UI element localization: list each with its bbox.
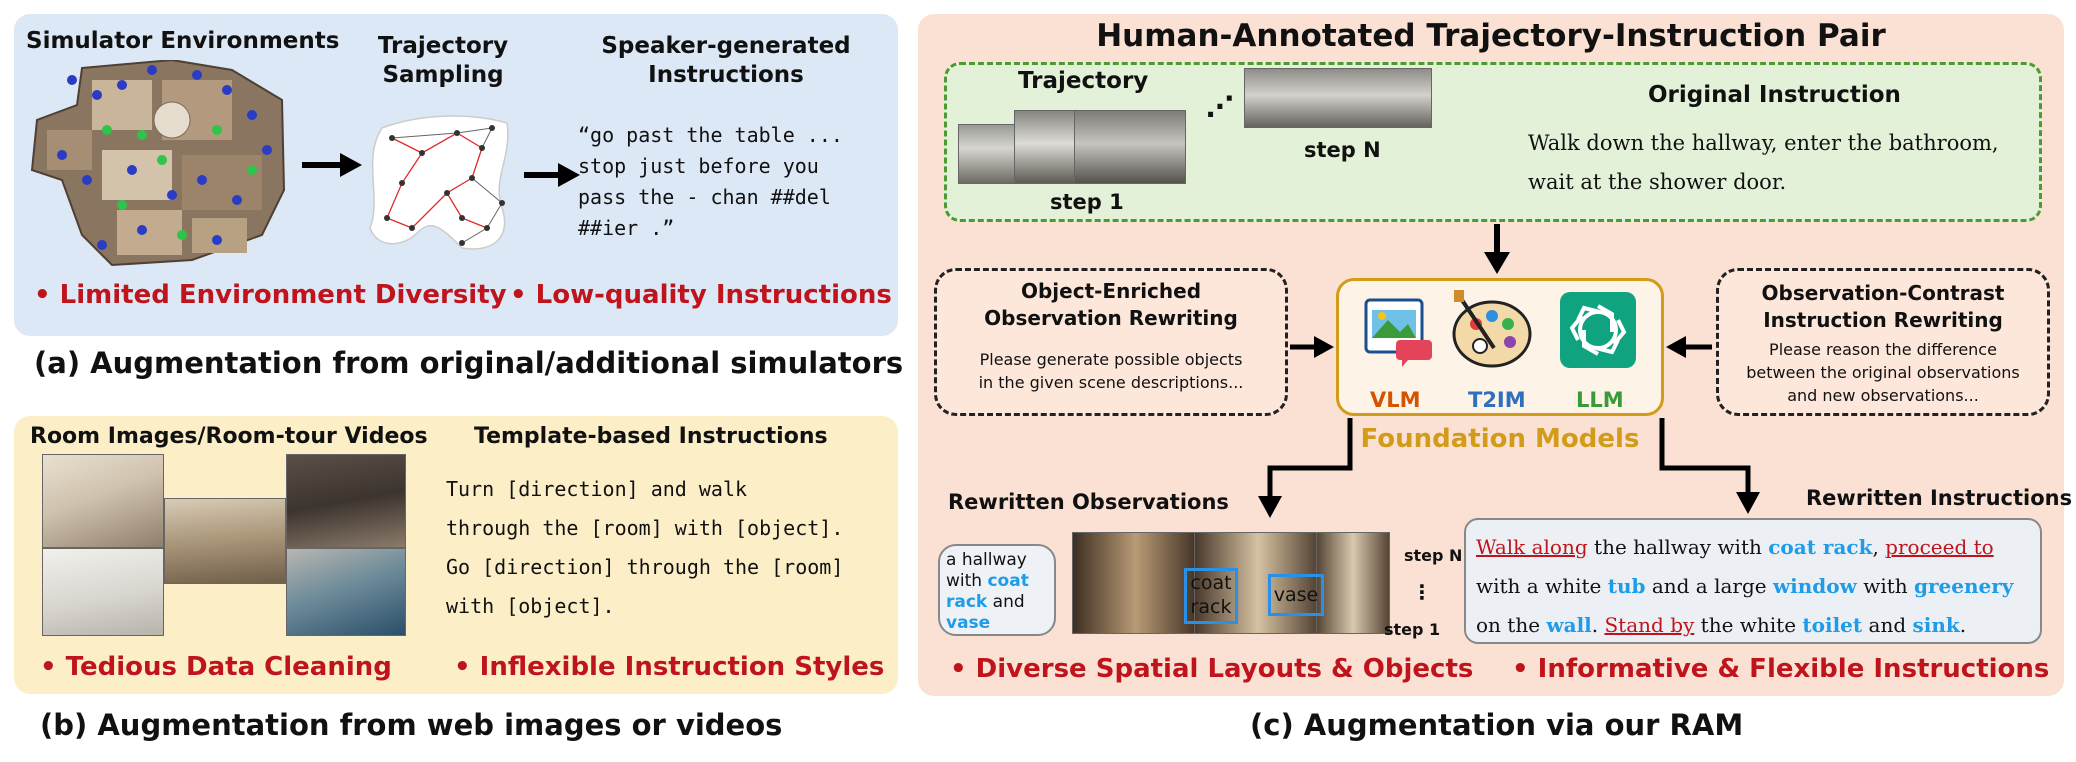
rew-wall: wall [1546,613,1592,637]
rewritten-obs-frame-1 [1072,532,1200,634]
rew-text-20: . [1959,613,1967,637]
rewritten-obs-frame-3 [1316,532,1390,634]
rew-text-14: . [1591,613,1605,637]
obs-step-n: step N [1404,546,1463,565]
caption-a: (a) Augmentation from original/additiona… [34,346,904,380]
arrow-object-to-foundation [1290,336,1334,358]
object-enriched-title: Object-Enriched Observation Rewriting [984,279,1238,330]
bubble-with: with [946,571,988,591]
rew-coat-rack: coat rack [1768,535,1873,559]
rew-text-8: and a large [1645,574,1773,598]
observation-contrast-box [1716,268,2050,416]
speaker-generated-title: Speaker-generated Instructions [601,33,851,88]
caption-c: (c) Augmentation via our RAM [1250,708,1744,742]
caption-b: (b) Augmentation from web images or vide… [40,708,783,742]
simulator-floorplan-image [30,60,286,267]
observation-contrast-title: Observation-Contrast Instruction Rewriti… [1761,281,2005,332]
vlm-icon [1364,298,1432,367]
arrow-env-to-trajectory [302,153,362,177]
benefit-informative-instructions: • Informative & Flexible Instructions [1512,654,2050,684]
template-instruction-text: Turn [direction] and walk through the [r… [446,477,844,618]
llm-icon [1560,292,1636,368]
rew-window: window [1772,574,1857,598]
rew-stand-by: Stand by [1604,613,1695,637]
foundation-models-label: Foundation Models [1360,424,1640,454]
bubble-vase: vase [946,613,991,633]
rew-text-18: and [1862,613,1913,637]
rew-text-2: the hallway with [1587,535,1769,559]
rew-walk-along: Walk along [1476,535,1588,559]
rewritten-instructions-box: Walk along the hallway with coat rack, p… [1464,518,2042,644]
llm-label: LLM [1576,388,1624,412]
rew-tub: tub [1607,574,1646,598]
rew-text-10: with [1856,574,1915,598]
benefit-diverse-layouts: • Diverse Spatial Layouts & Objects [950,654,1474,684]
room-image-5 [286,548,406,636]
observation-contrast-prompt: Please reason the difference between the… [1746,340,2020,405]
rew-sink: sink [1912,613,1960,637]
panel-c-title: Human-Annotated Trajectory-Instruction P… [1096,18,1886,54]
vase-box: vase [1268,574,1324,616]
trajectory-step-n: step N [1304,138,1381,162]
issue-limited-diversity: • Limited Environment Diversity [34,280,507,310]
trajectory-frame-3 [1074,110,1186,184]
trajectory-frame-n [1244,68,1432,128]
bubble-rack: rack [946,592,988,612]
rew-greenery: greenery [1914,574,2014,598]
issue-inflexible-styles: • Inflexible Instruction Styles [454,652,885,682]
rew-text-12: on the [1476,613,1547,637]
room-image-4 [286,454,406,548]
bubble-and: and [987,592,1025,612]
rewritten-observations-title: Rewritten Observations [948,490,1229,514]
arrow-to-foundation-models [1484,224,1510,274]
object-enriched-prompt: Please generate possible objects in the … [978,350,1244,392]
vlm-label: VLM [1370,388,1421,412]
original-instruction-text: Walk down the hallway, enter the bathroo… [1528,131,1999,194]
original-instruction-title: Original Instruction [1648,82,1901,108]
trajectory-sampling-title: Trajectory Sampling [377,33,509,88]
observation-bubble: a hallway with coat rack and vase [938,544,1056,636]
obs-step-1: step 1 [1384,620,1441,639]
speaker-instruction-text: “go past the table ... stop just before … [578,123,843,240]
bubble-line-1: a hallway [946,550,1027,570]
rew-proceed-to: proceed to [1885,535,1994,559]
simulator-environments-title: Simulator Environments [26,28,340,54]
rew-text-6: with a white [1476,574,1608,598]
t2im-icon [1452,290,1532,368]
coat-rack-box: coat rack [1184,568,1238,624]
room-image-2 [42,548,164,636]
trajectory-ellipsis: ⋰ [1206,90,1234,123]
rew-text-4: , [1872,535,1886,559]
rewritten-instructions-title: Rewritten Instructions [1806,486,2073,510]
template-instructions-title: Template-based Instructions [474,424,828,449]
room-image-1 [42,454,164,548]
trajectory-step-1: step 1 [1050,190,1124,214]
bubble-coat: coat [987,571,1029,591]
arrow-to-rewritten-observations [1258,418,1353,518]
rew-toilet: toilet [1802,613,1863,637]
object-enriched-box [934,268,1288,416]
t2im-label: T2IM [1468,388,1526,412]
obs-dots: ⋮ [1412,580,1432,604]
rewritten-obs-frame-2 [1194,532,1322,634]
arrow-to-rewritten-instructions [1659,418,1760,514]
rew-text-16: the white [1694,613,1803,637]
issue-tedious-cleaning: • Tedious Data Cleaning [40,652,392,682]
trajectory-sampling-image [369,115,509,250]
issue-low-quality: • Low-quality Instructions [510,280,892,310]
arrow-trajectory-to-instructions [524,163,580,187]
room-image-3 [164,498,286,584]
room-images-title: Room Images/Room-tour Videos [30,424,428,449]
arrow-observation-to-foundation [1666,336,1712,358]
trajectory-label: Trajectory [1018,68,1149,94]
